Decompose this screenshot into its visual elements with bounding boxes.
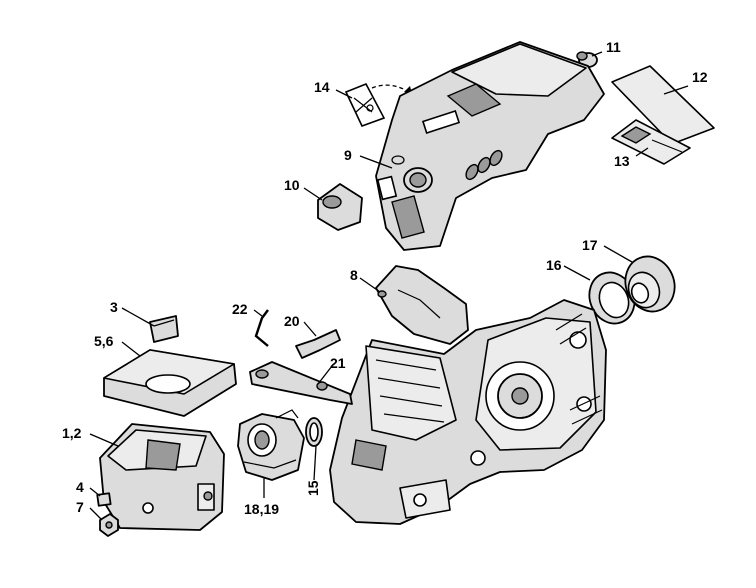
callout-13: 13: [614, 153, 630, 169]
callout-8: 8: [350, 267, 358, 283]
callout-3: 3: [110, 299, 118, 315]
callout-22: 22: [232, 301, 248, 317]
part-9-shroud: [375, 41, 605, 251]
part-3-sleeve: [149, 315, 179, 343]
callout-7: 7: [76, 499, 84, 515]
part-21-shaft: [249, 361, 353, 405]
callout-1-2: 1,2: [62, 425, 82, 441]
callout-12: 12: [692, 69, 708, 85]
callout-18-19: 18,19: [244, 501, 279, 517]
part-10-knob: [317, 183, 363, 231]
callout-9: 9: [344, 147, 352, 163]
part-15-gasket: [305, 417, 323, 447]
callout-21: 21: [330, 355, 346, 371]
part-5-6-filter-plate: [103, 349, 237, 417]
part-17-manifold: [624, 255, 676, 313]
callout-20: 20: [284, 313, 300, 329]
leader-lines: [89, 51, 689, 521]
part-13-label: [611, 119, 691, 165]
crankcase-housing: [329, 299, 607, 525]
part-7-nut: [99, 513, 119, 537]
part-18-19-carburetor: [237, 409, 305, 481]
part-8-baffle: [375, 265, 469, 345]
callout-15: 15: [305, 480, 321, 496]
part-1-2-airbox: [99, 423, 225, 531]
callout-11: 11: [606, 39, 621, 55]
shroud-vents: [465, 149, 503, 181]
callout-10: 10: [284, 177, 300, 193]
part-4-block: [96, 492, 112, 507]
part-22-rod: [254, 309, 269, 347]
part-14-warning-label: [344, 82, 386, 128]
housing-studs: [555, 313, 603, 425]
callout-17: 17: [582, 237, 598, 253]
part-20-linkage: [295, 329, 341, 359]
callout-4: 4: [76, 479, 84, 495]
housing-ribs: [375, 359, 445, 423]
callout-14: 14: [314, 79, 330, 95]
part-16-ring: [588, 271, 636, 325]
callout-5-6: 5,6: [94, 333, 114, 349]
part-12-decal: [611, 65, 715, 145]
callout-16: 16: [546, 257, 562, 273]
callout-labels: 11 12 14 9 13 10 17 16 8 3 22 20 5,6 21 …: [62, 39, 708, 517]
